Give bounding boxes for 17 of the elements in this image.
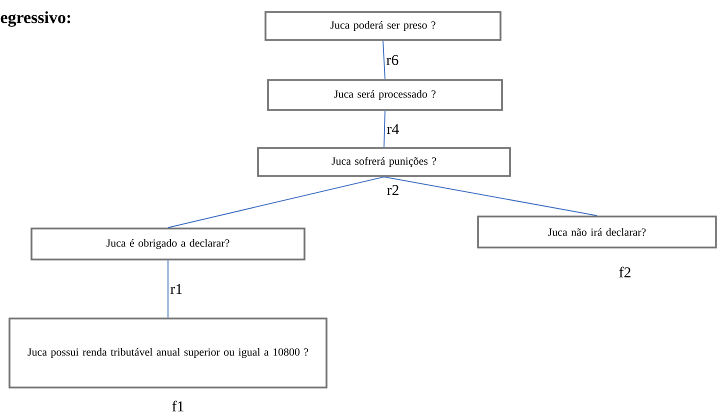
connector-line xyxy=(384,176,598,216)
connector-line xyxy=(168,176,384,228)
edge-label: r6 xyxy=(385,54,400,66)
title: egressivo: xyxy=(0,11,70,27)
question-box: Juca sofrerá punições ? xyxy=(257,147,511,177)
question-box: Juca não irá declarar? xyxy=(477,216,717,248)
rule-label: r2 xyxy=(387,185,398,195)
rule-label: f2 xyxy=(619,266,630,278)
connector-line xyxy=(382,40,386,80)
question-box: Juca é obrigado a declarar? xyxy=(30,228,306,260)
question-box: Juca poderá ser preso ? xyxy=(264,11,502,41)
connector-line xyxy=(384,110,386,148)
question-box: Juca possui renda tributável anual superior ou igual a 10800 ? xyxy=(8,318,328,388)
rule-label: f1 xyxy=(172,400,184,412)
question-box: Juca será processado ? xyxy=(267,79,503,111)
edge-label: r1 xyxy=(169,283,184,295)
edge-label: r4 xyxy=(386,123,400,135)
